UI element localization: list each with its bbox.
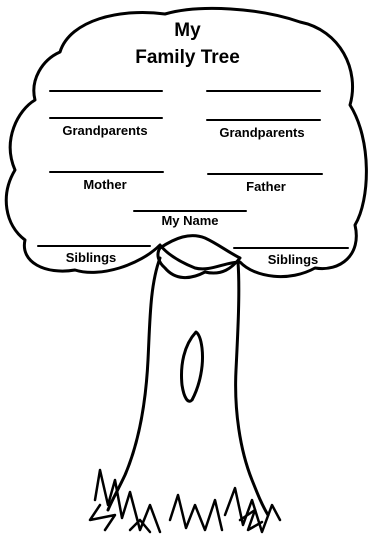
label-my-name: My Name <box>134 213 246 228</box>
label-grandparents-right: Grandparents <box>206 125 318 140</box>
label-mother: Mother <box>50 177 160 192</box>
title-line-2: Family Tree <box>0 47 375 69</box>
trunk-knot <box>182 332 203 401</box>
label-siblings-right: Siblings <box>238 252 348 267</box>
label-grandparents-left: Grandparents <box>50 123 160 138</box>
title-line-1: My <box>0 20 375 42</box>
trunk-collar <box>158 236 240 278</box>
label-father: Father <box>210 179 322 194</box>
label-siblings-left: Siblings <box>36 250 146 265</box>
trunk-right-edge <box>236 262 268 515</box>
trunk-left-edge <box>108 258 160 510</box>
